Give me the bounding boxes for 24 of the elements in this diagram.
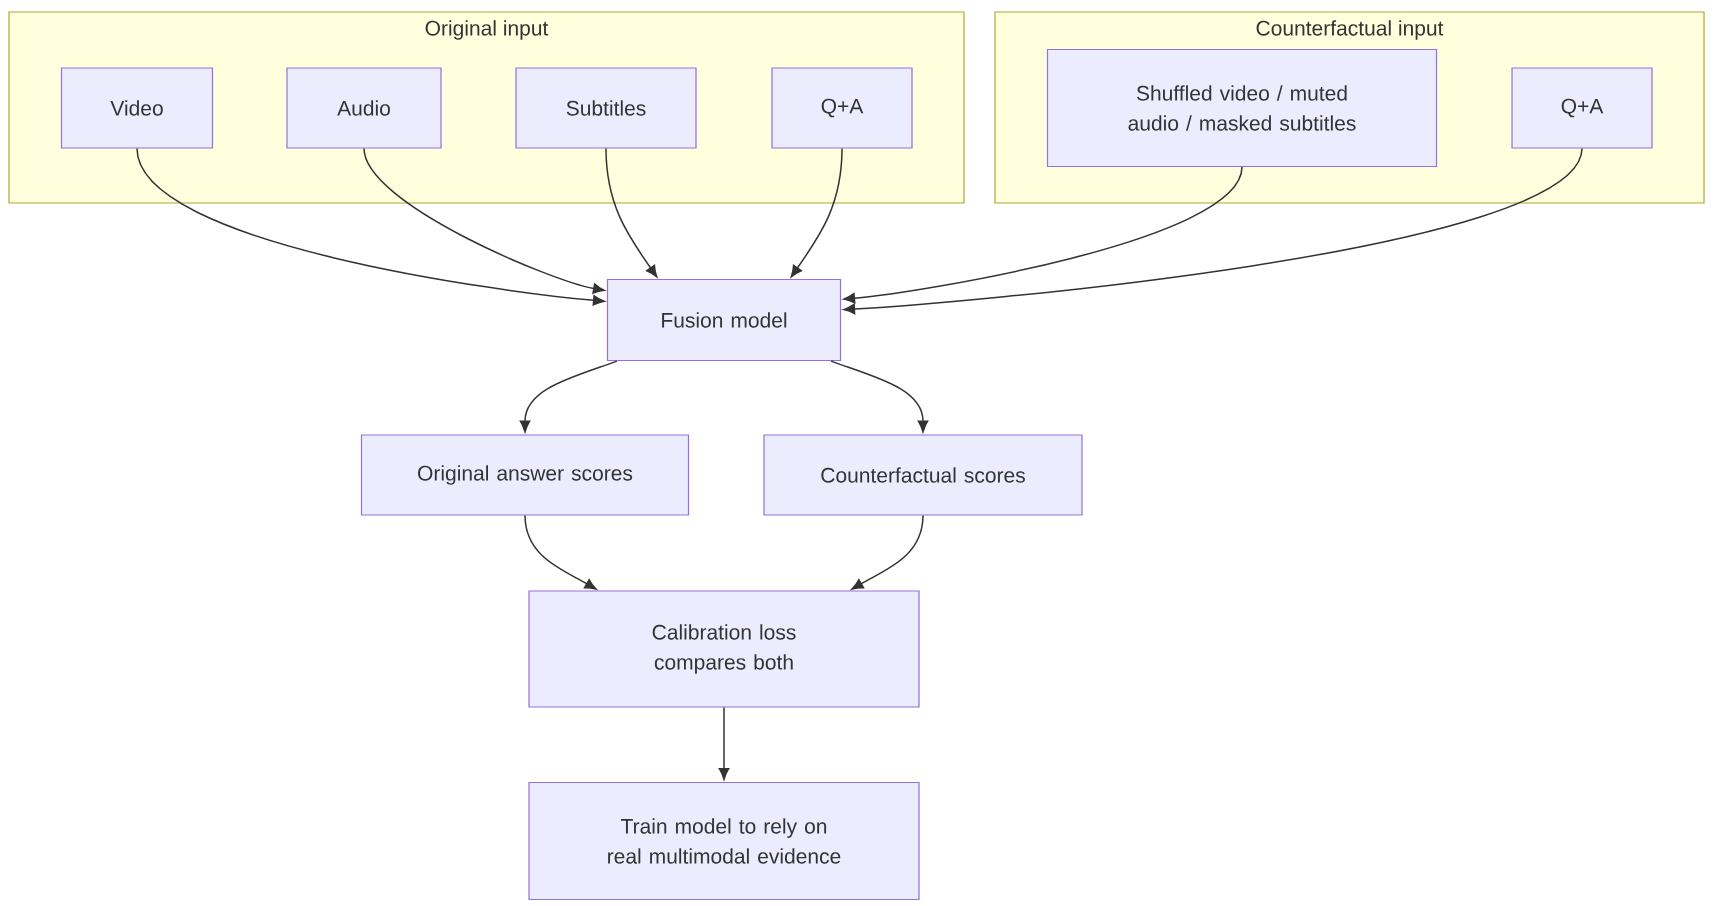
- process-box: Audio: [286, 67, 442, 149]
- arrow: [790, 147, 843, 278]
- process-box: Shuffled video / muted audio / masked subtitles: [1046, 48, 1438, 168]
- process-box: Fusion model: [606, 278, 842, 362]
- arrow: [851, 514, 924, 590]
- arrow: [843, 166, 1243, 304]
- process-box: Video: [60, 67, 214, 149]
- arrow: [524, 514, 597, 590]
- arrow: [830, 360, 929, 433]
- process-box: Train model to rely on real multimodal evidence: [528, 781, 920, 901]
- arrow: [519, 360, 618, 433]
- arrow: [136, 147, 605, 306]
- arrow: [363, 147, 605, 294]
- arrow: [605, 147, 658, 278]
- process-box: Subtitles: [515, 67, 697, 149]
- process-box: Q+A: [1511, 67, 1653, 149]
- process-box: Original answer scores: [360, 434, 690, 516]
- arrow: [843, 147, 1583, 315]
- arrow: [718, 706, 730, 780]
- group-title: Counterfactual input: [1256, 20, 1444, 40]
- process-box: Counterfactual scores: [763, 434, 1083, 516]
- group-title: Original input: [425, 20, 549, 40]
- process-box: Calibration loss compares both: [528, 590, 920, 708]
- process-box: Q+A: [771, 67, 913, 149]
